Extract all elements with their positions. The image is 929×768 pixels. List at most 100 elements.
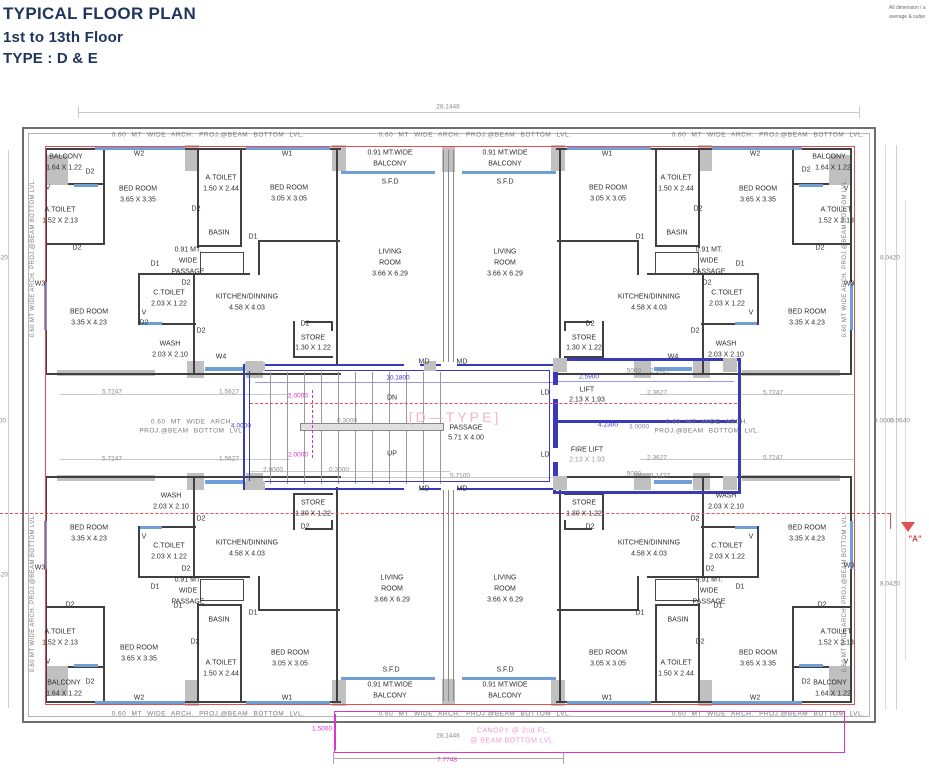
dim-tick <box>333 752 334 764</box>
wall-segment <box>647 273 759 275</box>
wall-segment <box>556 148 852 150</box>
room-label: 3.66 X 6.29 <box>487 596 523 604</box>
opening-tag: D1 <box>150 583 160 591</box>
wall-segment <box>698 148 700 248</box>
wall-segment <box>702 325 704 375</box>
dim-line <box>60 394 290 395</box>
wall-segment <box>138 526 140 576</box>
stair-tread <box>270 372 271 484</box>
dimension-label: .5000 <box>624 470 642 478</box>
room-label: BED ROOM <box>69 524 109 532</box>
basin-fixture <box>200 252 244 274</box>
wall-segment <box>138 273 250 275</box>
room-label: ROOM <box>381 585 403 593</box>
room-label: A.TOILET <box>660 174 692 182</box>
dim-line <box>340 477 580 478</box>
canopy-dim-line <box>335 714 336 750</box>
plan-type: TYPE : D & E <box>3 50 98 68</box>
wall-segment <box>564 356 604 358</box>
wall-segment <box>701 526 759 528</box>
dimension-label: 1.5627 <box>219 388 239 396</box>
door-opening <box>441 484 457 490</box>
wall-segment <box>655 245 700 247</box>
opening-tag: V <box>843 658 849 666</box>
opening-tag: V <box>843 185 849 193</box>
room-label: 0.91 MT. <box>174 576 202 584</box>
opening-tag: W2 <box>133 694 145 702</box>
window-marker <box>140 322 162 325</box>
beam-note: 0.60 MT WIDE ARCH. PROJ.@BEAM BOTTOM LVL… <box>671 710 865 718</box>
opening-tag: W3 <box>843 280 855 288</box>
wall-segment <box>193 526 195 576</box>
room-label: S.F.D <box>496 178 514 186</box>
wall-segment <box>45 148 47 375</box>
dimension-label: 2.0000 <box>263 466 283 474</box>
wall-segment <box>305 321 333 323</box>
wall-segment <box>559 487 561 703</box>
room-label: 1.64 X 1.22 <box>815 164 851 172</box>
opening-tag: D1 <box>173 602 183 610</box>
room-label: BED ROOM <box>119 644 159 652</box>
opening-tag: D2 <box>139 319 149 327</box>
room-label: 2.03 X 2.10 <box>153 503 189 511</box>
room-label: 2.03 X 2.10 <box>708 503 744 511</box>
room-label: BASIN <box>667 616 689 624</box>
room-label: BALCONY <box>373 692 407 700</box>
opening-tag: D2 <box>85 168 95 176</box>
wall-segment <box>602 321 604 358</box>
wall-segment <box>258 240 260 275</box>
room-label: C.TOILET <box>711 542 743 550</box>
wall-segment <box>68 666 105 668</box>
dimension-label-blue: 2.5900 <box>579 373 599 381</box>
room-label: C.TOILET <box>153 289 185 297</box>
beam-note-vertical: 0.60 MT WIDE ARCH. PROJ.@BEAM BOTTOM LVL… <box>30 178 36 338</box>
dim-line <box>60 459 290 460</box>
building-outline <box>22 127 876 723</box>
room-label: 1.52 X 2.13 <box>818 639 854 647</box>
opening-tag: V <box>748 533 754 541</box>
dim-line <box>8 150 9 708</box>
room-label: BASIN <box>208 616 230 624</box>
dim-line <box>640 459 855 460</box>
opening-tag: MD <box>456 358 468 366</box>
window-marker <box>205 367 243 371</box>
party-wall-line <box>448 487 449 701</box>
room-label: ROOM <box>379 259 401 267</box>
room-label: WASH <box>715 492 737 500</box>
room-label: KITCHEN/DINNING <box>215 539 279 547</box>
window-marker <box>341 677 435 680</box>
wall-segment <box>655 148 657 245</box>
room-label: BASIN <box>208 229 230 237</box>
wall-segment <box>258 576 260 611</box>
wall-segment <box>45 476 341 478</box>
room-label: BALCONY <box>49 153 83 161</box>
room-label: 3.35 X 4.23 <box>71 535 107 543</box>
shaft-corner-pier <box>723 476 737 490</box>
opening-tag: D2 <box>300 523 310 531</box>
room-label: 3.05 X 3.05 <box>590 195 626 203</box>
wall-segment <box>103 148 105 245</box>
room-label: 0.91 MT. <box>695 576 723 584</box>
window-marker <box>567 701 651 704</box>
wall-segment <box>702 476 704 526</box>
wall-segment <box>702 275 704 325</box>
wall-segment <box>293 493 333 495</box>
wall-segment <box>556 373 852 375</box>
dimension-label: 0.3000 <box>337 417 357 425</box>
opening-tag: D2 <box>196 327 206 335</box>
section-line <box>250 403 737 404</box>
wall-segment <box>293 356 333 358</box>
dimension-label: 0.3000 <box>329 466 349 474</box>
room-label: 3.66 X 6.29 <box>374 596 410 604</box>
opening-tag: DN <box>386 394 398 402</box>
shaft-corner-pier <box>553 358 567 372</box>
dimension-label: 2.3627 <box>647 389 667 397</box>
room-label: 3.05 X 3.05 <box>272 660 308 668</box>
room-label: A.TOILET <box>205 174 237 182</box>
opening-tag: D1 <box>635 233 645 241</box>
wall-segment <box>647 576 759 578</box>
room-label: WIDE <box>699 587 719 595</box>
wall-segment <box>45 373 341 375</box>
room-label: 1.30 X 1.22 <box>566 344 602 352</box>
room-label: LIVING <box>378 248 402 256</box>
